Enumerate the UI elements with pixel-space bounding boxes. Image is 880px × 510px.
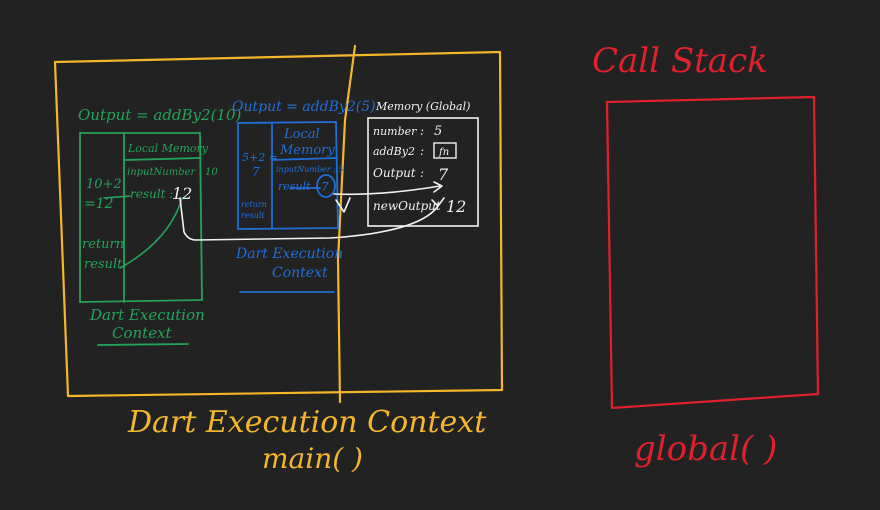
blue-return-line2: result bbox=[241, 211, 265, 220]
green-context-label-line1: Dart Execution bbox=[89, 306, 205, 324]
global-memory-title: Memory (Global) bbox=[375, 100, 470, 113]
memory-row-value: fn bbox=[438, 147, 449, 158]
blue-result-label: result bbox=[278, 180, 311, 193]
blue-local-memory-rule bbox=[271, 157, 337, 161]
memory-row-sep: : bbox=[432, 199, 436, 213]
function-box bbox=[433, 142, 457, 159]
green-local-memory-label: Local Memory bbox=[127, 142, 209, 155]
blue-result-circle bbox=[316, 174, 336, 198]
memory-row-value: 5 bbox=[434, 124, 442, 139]
global-memory-box bbox=[367, 117, 479, 227]
green-return-arrow bbox=[119, 197, 183, 269]
memory-row-addby2: addBy2 : fn bbox=[373, 142, 457, 159]
green-return-line2: result bbox=[84, 257, 123, 272]
blue-execution-context: Output = addBy2(5) Local Memory 5+2 = 7 … bbox=[232, 99, 376, 293]
memory-row-newoutput: newOutput : 12 bbox=[373, 197, 466, 216]
green-execution-context: Output = addBy2(10) Local Memory inputNu… bbox=[78, 106, 242, 346]
blue-result-tick bbox=[335, 197, 351, 213]
green-return-line1: return bbox=[82, 237, 124, 252]
blue-result-value: 7 bbox=[321, 180, 329, 194]
green-result-to-newoutput-arrow bbox=[179, 197, 439, 241]
blue-local-memory-line2: Memory bbox=[279, 143, 335, 158]
memory-row-name: number bbox=[373, 125, 417, 138]
memory-row-value: 7 bbox=[438, 165, 449, 184]
global-memory: Memory (Global) number : 5 addBy2 : fn O… bbox=[367, 100, 479, 227]
return-flow-arrows bbox=[179, 181, 445, 241]
main-context-label: Dart Execution Context bbox=[127, 405, 487, 440]
green-call-label: Output = addBy2(10) bbox=[78, 106, 242, 124]
green-calc-line1: 10+2 bbox=[86, 177, 122, 192]
blue-calc-line1: 5+2 = bbox=[242, 151, 278, 164]
blue-calc-line2: 7 bbox=[252, 165, 260, 179]
main-context-divider bbox=[336, 44, 357, 404]
green-calc-arrow bbox=[103, 195, 131, 199]
blue-local-memory-line1: Local bbox=[283, 127, 320, 142]
call-stack-title: Call Stack bbox=[592, 41, 768, 81]
blue-call-label: Output = addBy2(5) bbox=[232, 99, 376, 115]
memory-row-name: newOutput bbox=[373, 199, 441, 213]
output-arrowhead bbox=[433, 181, 443, 193]
memory-row-sep: : bbox=[420, 124, 424, 138]
memory-row-output: Output : 7 bbox=[373, 165, 449, 184]
main-context-frame bbox=[53, 50, 504, 398]
green-calc-line2: =12 bbox=[84, 196, 114, 212]
memory-row-name: Output bbox=[373, 166, 416, 180]
main-context-fn-label: main( ) bbox=[262, 442, 363, 475]
blue-context-label-line1: Dart Execution bbox=[235, 246, 343, 262]
call-stack-global-frame: global( ) bbox=[634, 429, 777, 469]
green-context-box bbox=[79, 132, 203, 303]
green-result-value: 12 bbox=[172, 184, 192, 203]
green-context-label-line2: Context bbox=[112, 324, 173, 342]
green-context-underline bbox=[97, 343, 189, 346]
blue-context-label-line2: Context bbox=[272, 265, 328, 281]
blue-return-line1: return bbox=[241, 200, 267, 209]
blue-result-to-output-arrow bbox=[333, 185, 441, 196]
blue-context-box bbox=[237, 121, 339, 230]
main-execution-context bbox=[53, 44, 504, 404]
call-stack: Call Stack global( ) bbox=[592, 41, 820, 469]
blue-input-row: inputNumber : 5 bbox=[276, 165, 344, 174]
memory-row-sep: : bbox=[420, 166, 424, 180]
memory-row-name: addBy2 bbox=[373, 145, 415, 158]
green-local-memory-rule bbox=[123, 157, 201, 161]
green-input-row: inputNumber : 10 bbox=[127, 167, 218, 178]
memory-row-sep: : bbox=[420, 144, 424, 158]
green-result-label: result : bbox=[130, 187, 173, 201]
memory-row-number: number : 5 bbox=[373, 124, 442, 139]
memory-row-value: 12 bbox=[446, 197, 466, 216]
newoutput-arrowhead bbox=[431, 197, 445, 207]
call-stack-frame bbox=[605, 95, 820, 410]
